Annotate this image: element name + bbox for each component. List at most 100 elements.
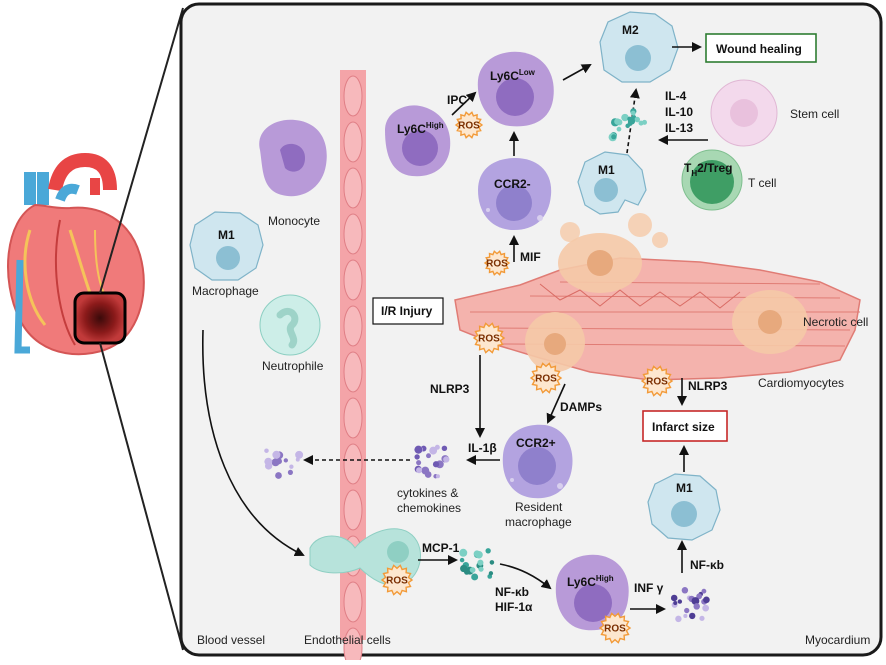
mcp1-particles xyxy=(459,548,495,581)
ly6clow-to-m2-arrow xyxy=(562,64,592,81)
particle xyxy=(473,550,481,557)
particle xyxy=(689,612,696,620)
necrotic-cell-label: Necrotic cell xyxy=(803,315,868,329)
interleukin-particles xyxy=(608,108,648,142)
infarct-size-box xyxy=(642,410,728,442)
m1-mid-label: M1 xyxy=(598,163,615,177)
il4-label: IL-4 xyxy=(665,89,687,103)
particle xyxy=(488,571,494,576)
particle xyxy=(681,587,689,594)
particle xyxy=(432,461,440,468)
ly6c-low-label: Ly6CLow xyxy=(490,68,536,83)
cytokine-particles xyxy=(414,444,450,479)
m1-left-label: M1 xyxy=(218,228,235,242)
particle xyxy=(295,457,300,462)
stem-cell-label: Stem cell xyxy=(790,107,839,121)
cardiomyocyte-tissue xyxy=(454,213,861,381)
particle xyxy=(441,445,448,452)
particle xyxy=(699,615,705,621)
mif-label: MIF xyxy=(520,250,541,264)
ros-badge: ROS xyxy=(454,111,484,139)
damps-label: DAMPs xyxy=(560,400,602,414)
endothelial-cell xyxy=(343,489,363,531)
endothelial-cell xyxy=(343,397,363,439)
particle xyxy=(684,607,690,614)
il1b-label: IL-1β xyxy=(468,441,497,455)
particle xyxy=(634,116,641,123)
particle xyxy=(471,573,479,581)
nlrp3-right-label: NLRP3 xyxy=(688,379,728,393)
monocyte-cell xyxy=(259,119,327,197)
particle xyxy=(435,474,440,479)
heart-damage-zone xyxy=(73,291,127,345)
particle xyxy=(677,599,683,604)
particle xyxy=(459,557,465,563)
particle xyxy=(691,597,700,605)
m1-bottom-label: M1 xyxy=(676,481,693,495)
particle xyxy=(621,113,629,122)
endothelial-cell xyxy=(343,121,363,163)
endothelial-cell xyxy=(343,213,363,255)
ly6c-high-top-cell xyxy=(385,105,451,177)
ir-injury-label: I/R Injury xyxy=(381,304,433,318)
particle xyxy=(670,594,678,602)
particle xyxy=(477,559,484,566)
ros-label: ROS xyxy=(386,576,408,587)
particle xyxy=(611,134,617,140)
mcp1-label: MCP-1 xyxy=(422,541,460,555)
particle xyxy=(289,464,294,469)
wound-healing-box xyxy=(705,33,817,63)
endothelial-cell xyxy=(343,167,363,209)
particle xyxy=(638,120,644,126)
wound-healing-label: Wound healing xyxy=(716,42,802,56)
ros-label: ROS xyxy=(458,121,480,132)
particle xyxy=(683,613,688,618)
particle xyxy=(489,560,495,565)
endothelial-cell xyxy=(343,259,363,301)
ly6c-low-cell xyxy=(477,51,554,127)
mcp1-to-ly6c-arrow xyxy=(499,563,552,590)
ros-label: ROS xyxy=(646,377,668,388)
inf-gamma-label: INF γ xyxy=(634,581,664,595)
particle xyxy=(283,458,288,463)
ly6c-high-bottom-label: Ly6CHigh xyxy=(567,574,614,589)
nlrp3-left-label: NLRP3 xyxy=(430,382,470,396)
blood-vessel-label: Blood vessel xyxy=(197,633,265,647)
il13-label: IL-13 xyxy=(665,121,693,135)
ros-badge: ROS xyxy=(598,612,632,644)
ccr2-plus-cell xyxy=(502,424,573,499)
particle xyxy=(696,593,703,600)
particle xyxy=(429,446,438,455)
particle xyxy=(675,615,682,623)
ros-badge: ROS xyxy=(529,362,563,394)
particle xyxy=(443,456,450,463)
particle xyxy=(460,564,468,573)
resident-macrophage-label-2: macrophage xyxy=(505,515,572,529)
endothelial-cells-label: Endothelial cells xyxy=(304,633,391,647)
hif1a-label: HIF-1α xyxy=(495,600,533,614)
particle xyxy=(693,603,700,610)
particle xyxy=(702,604,710,612)
particle xyxy=(416,460,422,466)
migration-arrow xyxy=(202,329,305,557)
particle xyxy=(426,453,431,459)
m2-macrophage xyxy=(599,11,679,83)
ccr2-minus-label: CCR2- xyxy=(494,177,531,191)
particle xyxy=(264,448,269,453)
zoom-line-bottom xyxy=(99,342,184,651)
particle xyxy=(627,117,636,125)
m2-label: M2 xyxy=(622,23,639,37)
cytokines-label-1: cytokines & xyxy=(397,486,458,500)
m1-macrophage-left xyxy=(189,211,264,281)
ros-badge: ROS xyxy=(472,322,506,354)
particle xyxy=(703,596,710,604)
cardiomyocytes-label: Cardiomyocytes xyxy=(758,376,844,390)
resident-macrophage-label-1: Resident xyxy=(515,500,563,514)
m1-macrophage-mid xyxy=(577,151,647,215)
endothelial-cell xyxy=(343,443,363,485)
ros-label: ROS xyxy=(604,624,626,635)
particle xyxy=(275,460,280,465)
ccr2-plus-label: CCR2+ xyxy=(516,436,556,450)
released-cytokine-particles xyxy=(264,448,304,479)
